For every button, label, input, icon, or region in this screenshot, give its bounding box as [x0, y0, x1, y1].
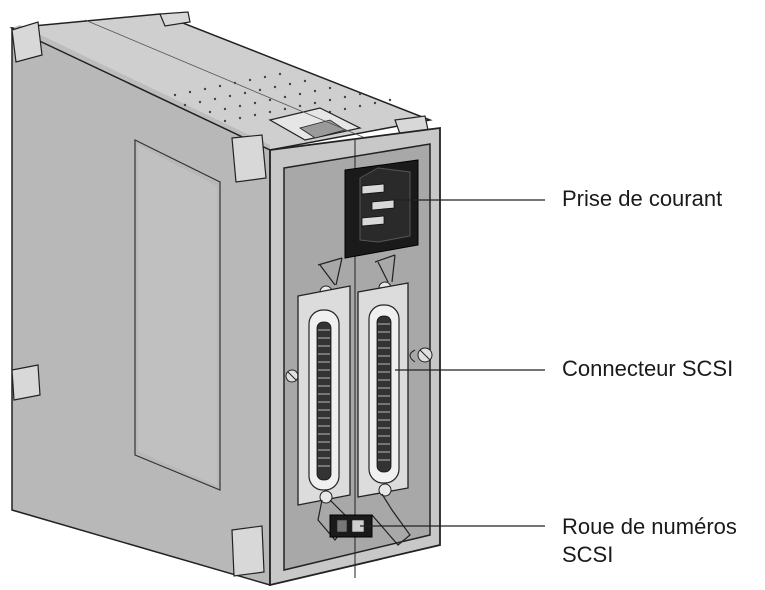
enclosure-side — [11, 26, 271, 586]
label-scsi-connector: Connecteur SCSI — [562, 356, 734, 381]
label-scsi-id-wheel-line1: Roue de numéros — [562, 514, 737, 539]
corner-feet — [11, 11, 429, 577]
callout-lines — [360, 199, 545, 527]
scsi-connector-left — [297, 257, 351, 541]
label-scsi-id-wheel: Roue de numéros SCSI — [562, 513, 737, 569]
label-scsi-id-wheel-line2: SCSI — [562, 542, 614, 567]
scsi-connector-right — [357, 254, 411, 546]
panel-screw — [285, 347, 433, 383]
power-socket — [344, 159, 419, 259]
label-power-socket: Prise de courant — [562, 186, 723, 211]
